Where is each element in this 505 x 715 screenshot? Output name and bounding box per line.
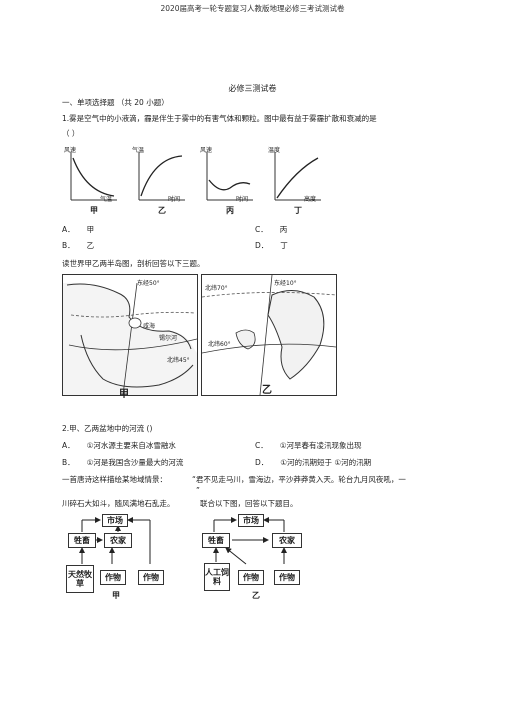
map-jia-lat: 北纬45° [167, 357, 190, 364]
q2-option-b: B． ①河是我国含沙量最大的河流 [62, 457, 183, 468]
map-jia-svg [63, 282, 198, 396]
option-letter: C． [255, 441, 268, 450]
diagram-yi-feed: 人工饲料 [204, 563, 230, 591]
q1-option-c: C． 丙 [255, 224, 287, 235]
diagram-jia-crops1: 作物 [100, 570, 126, 585]
diagram-jia-farmer: 农家 [104, 533, 132, 548]
q1-stem: 1.雾是空气中的小液滴，霾是伴生于雾中的有害气体和颗粒。图中最有益于雾霾扩散和衰… [62, 114, 377, 123]
diagram-jia-crops2: 作物 [138, 570, 164, 585]
q1-paren: （ ） [62, 129, 80, 138]
q1-chart-yi-label: 乙 [158, 206, 166, 215]
q1-chart-bing-ylabel: 风速 [200, 147, 213, 154]
chart-curve [72, 157, 115, 197]
q1-chart-jia-label: 甲 [90, 206, 98, 215]
diagram-yi-crops1: 作物 [238, 570, 264, 585]
q2-option-d: D． ①河的汛期短于 ①河的汛期 [255, 457, 371, 468]
document-header: 2020届高考一轮专题复习人教版地理必修三考试测试卷 [160, 4, 345, 13]
q1-chart-yi-xlabel: 时间 [168, 196, 181, 203]
option-text: ①河水源主要来自冰雪融水 [86, 441, 176, 450]
q1-chart-yi-svg [138, 152, 185, 201]
map-jia-lake: 咸海 [143, 323, 156, 330]
q1-chart-bing: 风速 时间 丙 [198, 144, 258, 218]
diagram-jia-livestock: 牲畜 [68, 533, 96, 548]
option-text: 丙 [279, 225, 288, 234]
option-letter: D． [255, 241, 269, 250]
map-yi-lon: 东经10° [274, 280, 297, 287]
q1-chart-bing-label: 丙 [226, 206, 234, 215]
map-jia: 东经50° 咸海 锡尔河 北纬45° 甲 [62, 274, 198, 400]
poem-quote: “君不见走马川，雪海边，平沙莽莽黄入天。轮台九月风夜吼，一 [192, 475, 406, 484]
diagram-yi-farmer: 农家 [272, 533, 302, 548]
option-letter: B． [62, 241, 75, 250]
poem-intro: 一首唐诗这样描绘某地域情景： [62, 475, 167, 484]
chart-curve [276, 157, 319, 199]
q1-chart-yi: 气温 时间 乙 [130, 144, 190, 218]
map-jia-lon: 东经50° [137, 280, 160, 287]
diagram-jia-market: 市场 [102, 514, 128, 527]
q1-chart-jia-svg [70, 152, 117, 201]
diagram-yi-market: 市场 [238, 514, 264, 527]
option-letter: B． [62, 458, 75, 467]
exam-title: 必修三测试卷 [228, 84, 277, 93]
map-jia-river: 锡尔河 [159, 335, 178, 342]
diagram-jia-label: 甲 [112, 591, 120, 600]
q1-chart-ding-svg [274, 152, 321, 201]
option-text: 丁 [280, 241, 288, 250]
q1-chart-jia-xlabel: 气温 [100, 196, 113, 203]
q1-chart-ding-xlabel: 高度 [304, 196, 317, 203]
diagram-jia-pasture: 天然牧草 [66, 565, 94, 593]
section-heading: 一、单项选择题 （共 20 小题） [62, 98, 169, 107]
diagram-yi: 市场 牲畜 农家 人工饲料 作物 作物 乙 [200, 512, 315, 600]
option-text: ①河是我国含沙量最大的河流 [86, 458, 184, 467]
q1-option-a: A． 甲 [62, 224, 94, 235]
q1-option-d: D． 丁 [255, 240, 288, 251]
option-letter: A． [62, 225, 75, 234]
q1-chart-bing-xlabel: 时间 [236, 196, 249, 203]
option-text: ①河旱春有凌汛现象出现 [279, 441, 362, 450]
q1-chart-yi-ylabel: 气温 [132, 147, 145, 154]
diagram-yi-livestock: 牲畜 [202, 533, 230, 548]
q1-chart-jia: 风速 气温 甲 [62, 144, 122, 218]
chart-curve [140, 155, 183, 197]
map-yi-label: 乙 [262, 385, 272, 396]
diagram-yi-label: 乙 [252, 591, 260, 600]
q1-option-b: B． 乙 [62, 240, 94, 251]
option-text: ①河的汛期短于 ①河的汛期 [280, 458, 372, 467]
poem-quote-mark: ” [196, 486, 200, 495]
map-intro: 读世界甲乙两半岛图，剖析回答以下三题。 [62, 259, 205, 268]
poem-instruction: 联合以下图，回答以下题目。 [200, 499, 298, 508]
option-letter: D． [255, 458, 269, 467]
diagram-jia: 市场 牲畜 农家 天然牧草 作物 作物 甲 [62, 512, 177, 600]
q1-chart-ding-ylabel: 温度 [268, 147, 281, 154]
chart-curve [208, 179, 251, 191]
option-letter: C． [255, 225, 268, 234]
diagram-yi-crops2: 作物 [274, 570, 300, 585]
map-jia-label: 甲 [119, 389, 129, 400]
q1-chart-jia-ylabel: 风速 [64, 147, 77, 154]
poem-line2: 川碎石大如斗，随风满地石乱走。 [62, 499, 175, 508]
q2-stem: 2.甲、乙两盆地中的河流 () [62, 424, 153, 433]
q1-chart-bing-svg [206, 152, 253, 201]
q2-option-a: A． ①河水源主要来自冰雪融水 [62, 440, 176, 451]
q1-chart-ding-label: 丁 [294, 206, 302, 215]
q2-option-c: C． ①河旱春有凌汛现象出现 [255, 440, 361, 451]
option-text: 乙 [86, 241, 95, 250]
option-letter: A． [62, 441, 75, 450]
q1-chart-ding: 温度 高度 丁 [266, 144, 326, 218]
map-yi-lat2: 北纬60° [208, 341, 231, 348]
map-yi-svg [201, 274, 337, 396]
map-yi: 东经10° 北纬70° 北纬60° 乙 [201, 274, 337, 396]
option-text: 甲 [86, 225, 95, 234]
map-yi-lat1: 北纬70° [205, 285, 228, 292]
diagram-yi-arrows [213, 517, 287, 565]
